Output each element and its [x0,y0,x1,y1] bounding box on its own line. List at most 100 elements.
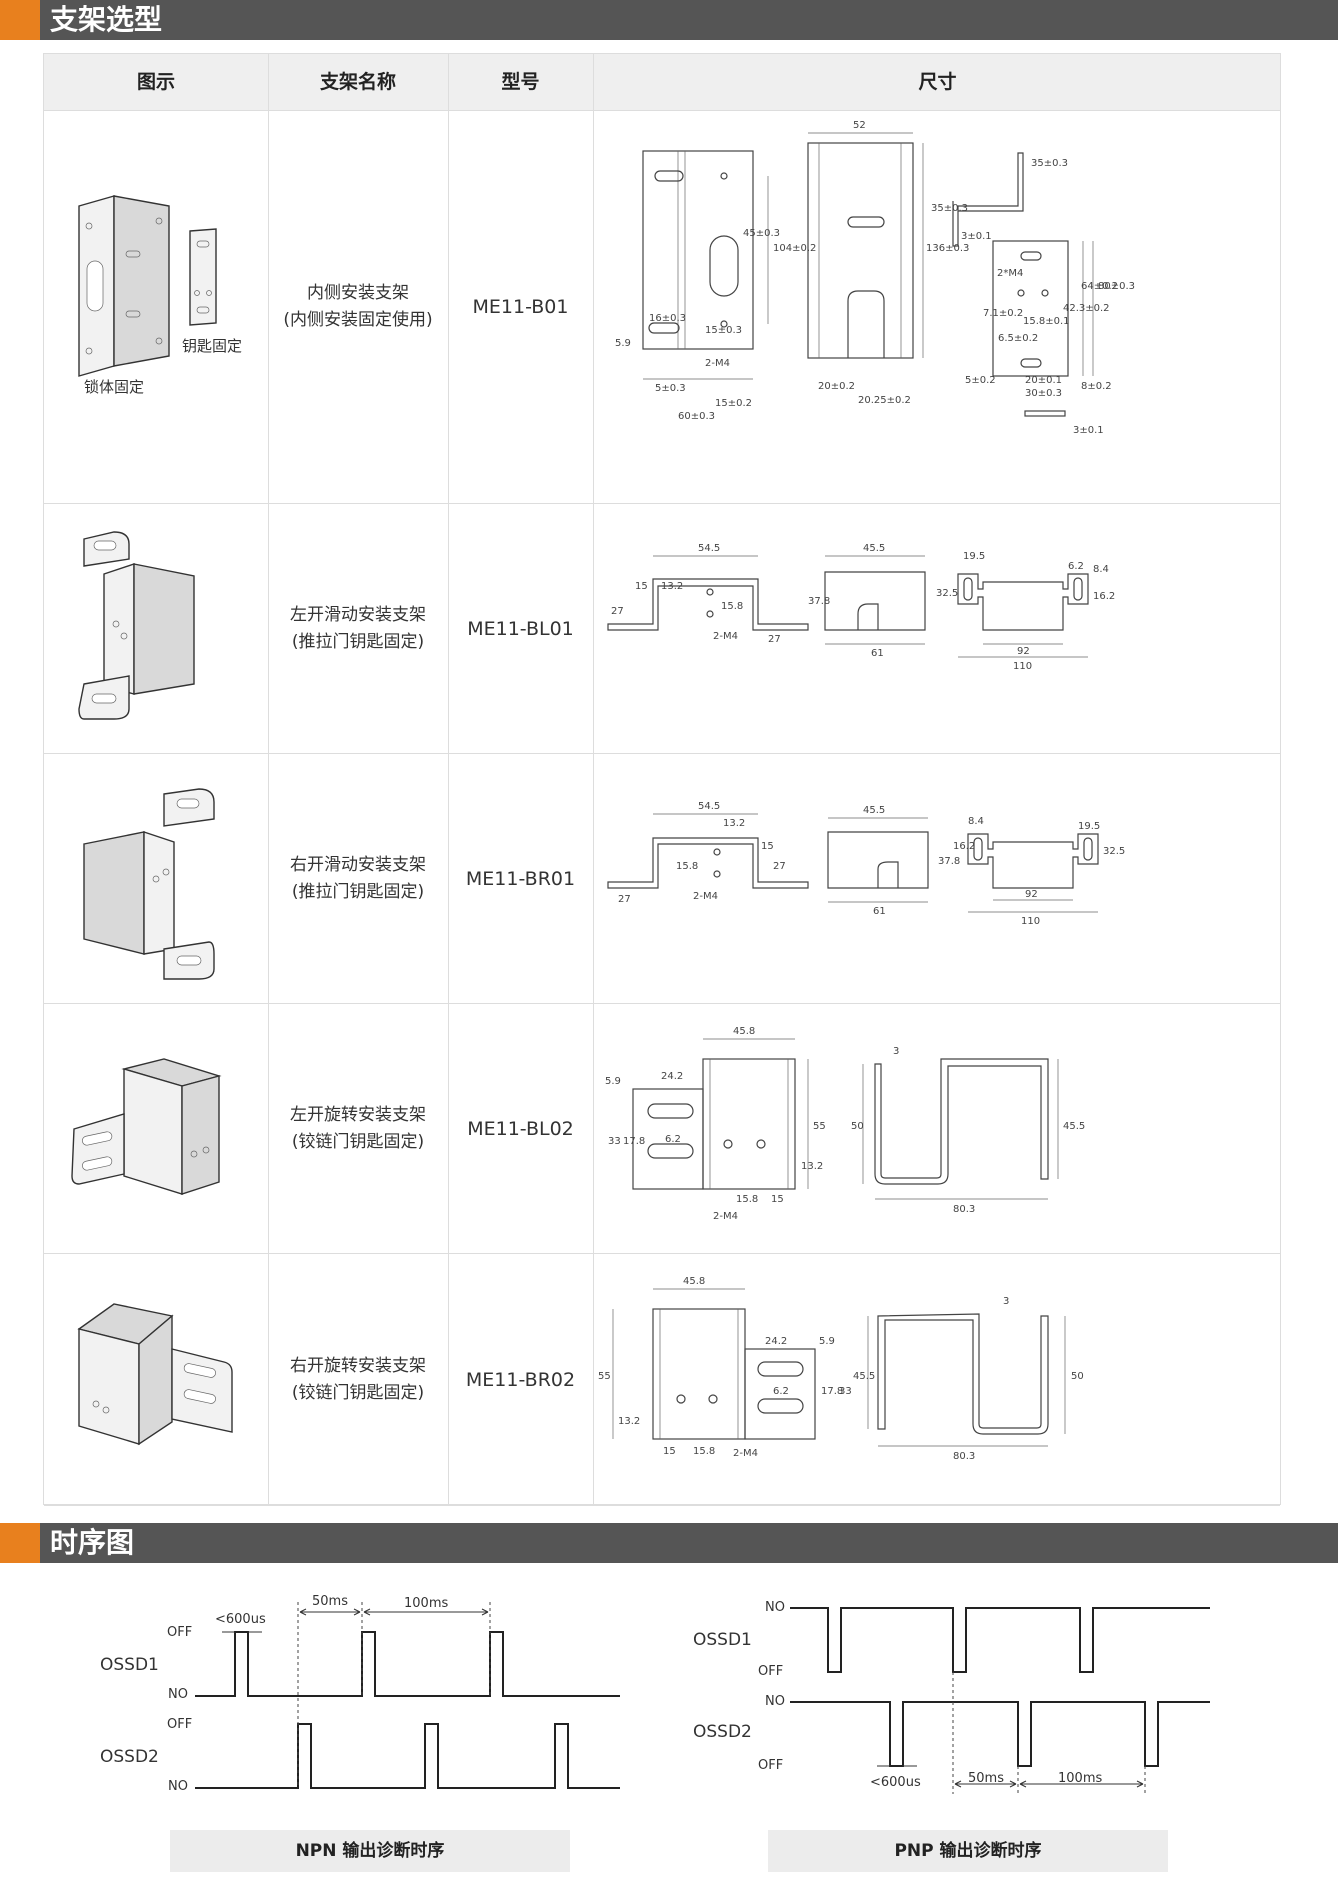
column-divider [593,54,594,1504]
section-title: 支架选型 [50,3,163,36]
br01-dimension-svg: 54.5 45.5 8.4 19.5 13.2 15 16.2 32.5 15.… [607,801,1125,927]
table-row: 钥匙固定 锁体固定 内侧安装支架(内侧安装固定使用) ME11-B01 [44,111,1280,504]
bracket-table: 图示 支架名称 型号 尺寸 钥匙固定 锁体固定 内侧安装支架(内 [43,53,1282,1506]
dim-label: 3 [1003,1296,1009,1307]
b01-dimension-svg: 52 35±0.3 35±0.3 3±0.1 2*M4 104±0.2 45±0… [615,120,1135,436]
dim-label: 27 [773,861,786,872]
bracket-illustration [44,754,268,1003]
bracket-model: ME11-BL02 [467,1117,574,1140]
dim-label: 61 [873,906,886,917]
header-diagram: 图示 [136,71,175,93]
dim-label: 110 [1021,916,1040,927]
dim-label: 2*M4 [997,268,1023,279]
dim-label: 8.4 [1093,564,1109,575]
dim-label: 80.3 [953,1204,975,1215]
dim-label: 27 [611,606,624,617]
dimension-drawing: 54.5 45.5 8.4 19.5 13.2 15 16.2 32.5 15.… [593,754,1282,1003]
dim-label: 33 [608,1136,621,1147]
dim-label: 15.8 [736,1194,758,1205]
dim-label: 37.8 [938,856,960,867]
npn-t100: 100ms [404,1596,449,1611]
bracket-name-line1: 左开滑动安装支架 [290,604,426,625]
dim-label: 52 [853,120,866,131]
dim-label: 24.2 [661,1071,683,1082]
header-model: 型号 [501,71,540,93]
bracket-model: ME11-BR02 [465,1368,576,1391]
dim-label: 7.1±0.2 [983,308,1023,319]
dimension-drawing: 45.8 3 24.2 5.9 55 45.5 50 6.2 17.8 33 1… [593,1254,1282,1505]
icon-label-key: 钥匙固定 [182,337,243,355]
dim-label: 2-M4 [705,358,730,369]
bracket-model: ME11-B01 [472,296,569,318]
left-rotary-bracket-icon [71,1057,222,1195]
dim-label: 15.8 [676,861,698,872]
dim-label: 110 [1013,661,1032,672]
npn-ossd2-no: NO [168,1779,188,1794]
dim-label: 35±0.3 [1031,158,1068,169]
dim-label: 15±0.2 [715,398,752,409]
bracket-name: 右开滑动安装支架(推拉门钥匙固定) [268,754,448,1003]
section-accent [0,0,40,40]
right-rotary-bracket-icon [77,1302,233,1445]
section-title: 时序图 [50,1526,135,1559]
dim-label: 15±0.3 [705,325,742,336]
dim-label: 5.9 [819,1336,835,1347]
bracket-name-line2: (铰链门钥匙固定) [291,1382,425,1403]
header-name: 支架名称 [319,71,396,93]
dimension-drawing: 52 35±0.3 35±0.3 3±0.1 2*M4 104±0.2 45±0… [593,111,1282,503]
bracket-name: 左开旋转安装支架(铰链门钥匙固定) [268,1004,448,1253]
pnp-ossd1-off: OFF [758,1664,784,1679]
dim-label: 6.2 [773,1386,789,1397]
dim-label: 45.5 [863,543,885,554]
dim-label: 27 [618,894,631,905]
dim-label: 54.5 [698,543,720,554]
dim-label: 6.2 [665,1134,681,1145]
bracket-name-line2: (推拉门钥匙固定) [291,631,425,652]
dimension-drawing: 54.5 45.5 19.5 6.2 8.4 15 13.2 27 15.8 3… [593,504,1282,753]
dim-label: 2-M4 [693,891,718,902]
table-row: 左开滑动安装支架 (推拉门钥匙固定) ME11-BL01 54.5 45.5 19… [44,504,1280,754]
dim-label: 55 [813,1121,826,1132]
bracket-name: 右开旋转安装支架(铰链门钥匙固定) [268,1254,448,1505]
pnp-t600: <600us [870,1775,921,1790]
dim-label: 50 [1071,1371,1084,1382]
dim-label: 37.8 [808,596,830,607]
pnp-ossd1-label: OSSD1 [693,1630,752,1650]
table-row: 左开旋转安装支架(铰链门钥匙固定) ME11-BL02 45.8 3 5.9 [44,1004,1280,1254]
dim-label: 54.5 [698,801,720,812]
dimension-drawing: 45.8 3 5.9 24.2 55 50 45.5 33 17.8 6.2 1… [593,1004,1282,1253]
dim-label: 45.8 [733,1026,755,1037]
dim-label: 15.8 [693,1446,715,1457]
dim-label: 92 [1017,646,1030,657]
dim-label: 27 [768,634,781,645]
npn-ossd1-no: NO [168,1687,188,1702]
pnp-t50: 50ms [968,1771,1004,1786]
pnp-ossd2-label: OSSD2 [693,1722,752,1742]
dim-label: 20±0.2 [818,381,855,392]
bracket-name: 内侧安装支架(内侧安装固定使用) [268,111,448,503]
dim-label: 20.25±0.2 [858,395,911,406]
bracket-model: ME11-BR01 [465,867,576,890]
pnp-ossd2-no: NO [765,1694,785,1709]
dim-label: 20±0.1 [1025,375,1062,386]
dim-label: 13.2 [661,581,683,592]
npn-t50: 50ms [312,1594,348,1609]
dim-label: 19.5 [1078,821,1100,832]
bracket-model: ME11-BL01 [467,617,574,640]
dim-label: 45.5 [1063,1121,1085,1132]
section-accent [0,1523,40,1563]
npn-t600: <600us [215,1612,266,1627]
dim-label: 5±0.3 [655,383,686,394]
dim-label: 6.2 [1068,561,1084,572]
dim-label: 2-M4 [713,631,738,642]
dim-label: 45.8 [683,1276,705,1287]
icon-label-lock: 锁体固定 [84,378,145,396]
br02-dimension-svg: 45.8 3 24.2 5.9 55 45.5 50 6.2 17.8 33 1… [598,1276,1084,1462]
column-divider [268,54,269,1504]
dim-label: 16±0.3 [649,313,686,324]
bl02-dimension-svg: 45.8 3 5.9 24.2 55 50 45.5 33 17.8 6.2 1… [605,1026,1085,1222]
timing-diagrams: OFF OSSD1 NO OFF OSSD2 NO <600us 50ms 10… [0,1572,1338,1872]
dim-label: 33 [839,1386,852,1397]
dim-label: 42.3±0.2 [1063,303,1110,314]
dim-label: 5±0.2 [965,375,996,386]
